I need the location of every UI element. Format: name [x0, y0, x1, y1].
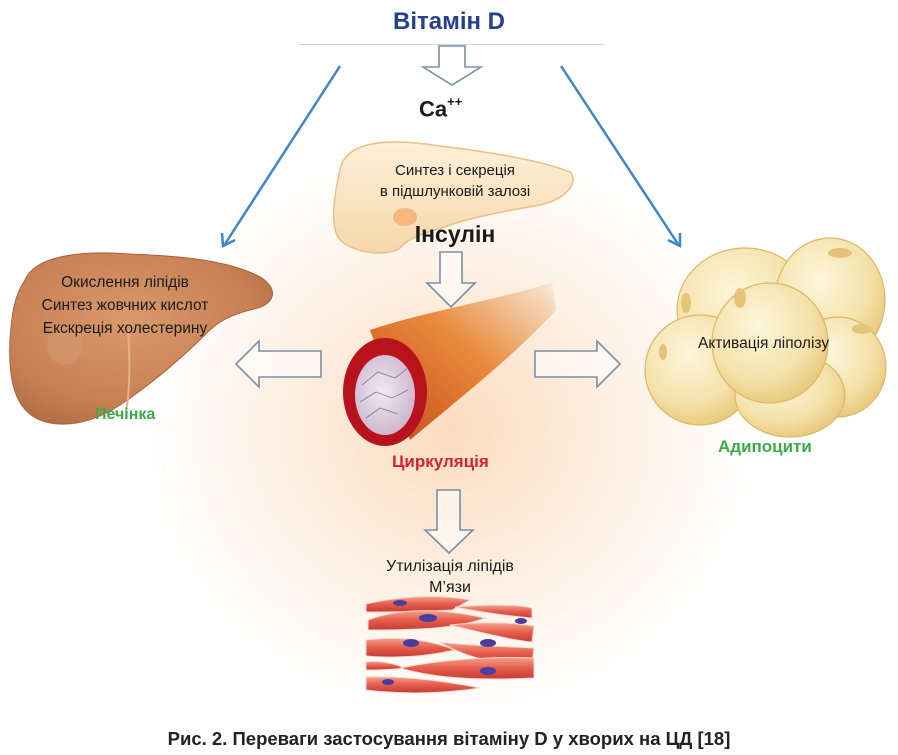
muscle-line-2: М’язи: [429, 579, 471, 596]
arrow-down-insulin: [425, 251, 477, 309]
adipocytes-illustration: [644, 237, 887, 438]
calcium-charge: ++: [447, 94, 463, 109]
liver-line-3: Екскреція холестерину: [42, 320, 208, 337]
liver-line-2: Синтез жовчних кислот: [41, 297, 209, 314]
pancreas-description: Синтез і секреція в підшлунковій залозі: [340, 160, 570, 202]
title-divider: [298, 44, 604, 45]
arrow-left-liver: [234, 339, 322, 389]
pancreas-line-1: Синтез і секреція: [395, 162, 515, 179]
diagram-title: Вітамін D: [392, 8, 506, 35]
circulation-label: Циркуляція: [392, 452, 489, 471]
liver-description: Окислення ліпідів Синтез жовчних кислот …: [20, 271, 230, 340]
liver-illustration: [9, 252, 273, 425]
arrow-down-muscle: [423, 489, 475, 555]
muscle-description: Утилізація ліпідів М’язи: [340, 556, 560, 598]
muscle-illustration: [365, 596, 535, 694]
liver-line-1: Окислення ліпідів: [61, 274, 189, 291]
liver-label: Печінка: [95, 406, 156, 423]
adipocytes-label: Адипоцити: [718, 437, 812, 456]
calcium-label: Ca++: [419, 94, 463, 122]
blood-vessel-illustration: [343, 282, 556, 446]
pancreas-line-2: в підшлунковій залозі: [379, 183, 531, 200]
insulin-label: Інсулін: [414, 221, 496, 247]
arrow-to-adipocytes: [559, 65, 682, 249]
pancreas-illustration: [332, 141, 574, 254]
figure-caption: Рис. 2. Переваги застосування вітаміну D…: [167, 728, 731, 749]
arrow-right-adipocytes: [534, 339, 622, 389]
muscle-nuclei: [382, 600, 527, 685]
arrow-down-calcium: [420, 45, 484, 86]
arrow-to-liver: [220, 65, 342, 248]
calcium-symbol: Ca: [419, 96, 448, 122]
muscle-line-1: Утилізація ліпідів: [386, 558, 514, 575]
adipocytes-description: Активація ліполізу: [698, 335, 830, 352]
